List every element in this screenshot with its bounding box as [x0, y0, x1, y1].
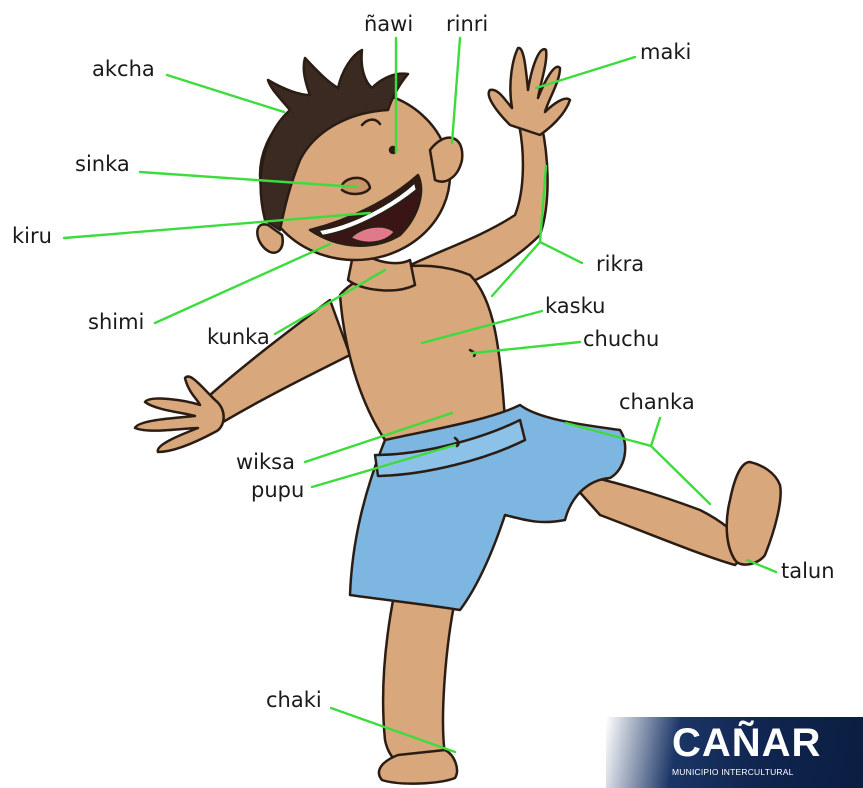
label-kunka: kunka [207, 327, 270, 348]
label-kasku: kasku [545, 296, 605, 317]
leader-line-rikra-branch [540, 242, 582, 263]
label-kiru: kiru [12, 226, 52, 247]
left-hand [135, 377, 224, 452]
leader-line-chanka-branch [651, 418, 660, 446]
label-akcha: akcha [92, 59, 155, 80]
raised-hand [489, 48, 570, 135]
boy-figure [135, 48, 781, 784]
leader-line-akcha [167, 75, 284, 112]
label-talun: talun [781, 561, 835, 582]
label-wiksa: wiksa [236, 452, 295, 473]
kicking-foot [727, 462, 781, 565]
label-sinka: sinka [75, 154, 130, 175]
left-arm [210, 300, 350, 425]
label-rinri: rinri [446, 14, 488, 35]
label-shimi: shimi [88, 312, 144, 333]
label-maki: maki [640, 42, 691, 63]
ear [430, 138, 462, 182]
label-chuchu: chuchu [583, 329, 659, 350]
canar-logo: CAÑAR MUNICIPIO INTERCULTURAL [606, 717, 863, 788]
logo-wordmark: CAÑAR [672, 723, 821, 763]
leader-line-shimi [155, 244, 330, 323]
label-rikra: rikra [596, 254, 644, 275]
label-pupu: pupu [251, 480, 304, 501]
label-nawi: ñawi [364, 14, 413, 35]
logo-subtitle: MUNICIPIO INTERCULTURAL [672, 768, 794, 777]
leader-line-talun [747, 560, 776, 572]
label-chanka: chanka [619, 392, 695, 413]
leader-line-rinri [452, 38, 460, 143]
label-chaki: chaki [266, 690, 322, 711]
